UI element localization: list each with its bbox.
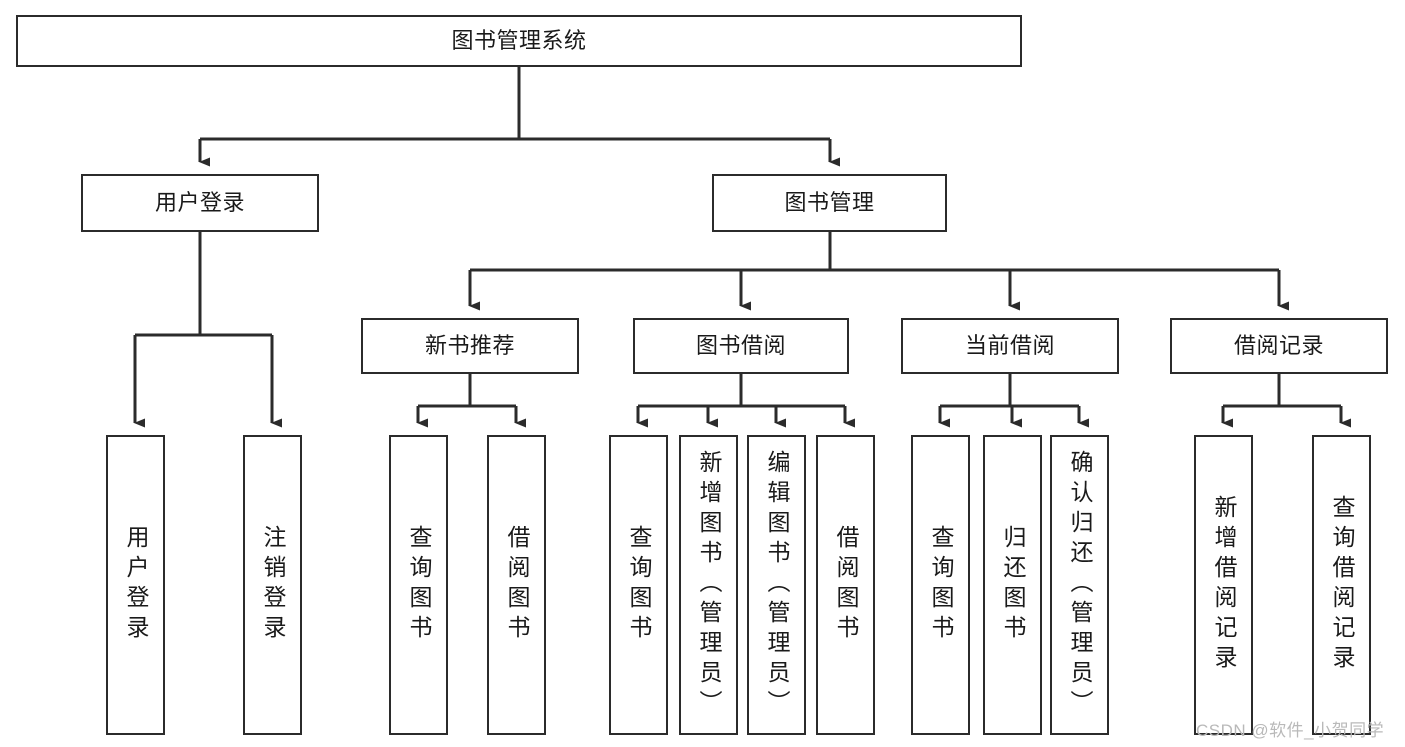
node-user-login-label: 用户登录 — [154, 190, 245, 216]
node-leaf-return-book[interactable]: 归还图书 — [983, 435, 1042, 735]
node-leaf-confirm-return[interactable]: 确认归还（管理员） — [1050, 435, 1109, 735]
node-current-borrow-label: 当前借阅 — [964, 333, 1055, 359]
node-leaf-query-book-borrow-label: 查询图书 — [626, 525, 652, 645]
node-leaf-confirm-return-label: 确认归还（管理员） — [1067, 450, 1093, 720]
node-leaf-edit-book[interactable]: 编辑图书（管理员） — [747, 435, 806, 735]
node-borrow-record-label: 借阅记录 — [1233, 333, 1324, 359]
node-leaf-edit-book-label: 编辑图书（管理员） — [764, 450, 790, 720]
node-leaf-borrow-book[interactable]: 借阅图书 — [816, 435, 875, 735]
node-leaf-borrow-book-label: 借阅图书 — [833, 525, 859, 645]
node-book-borrow-label: 图书借阅 — [695, 333, 786, 359]
node-current-borrow[interactable]: 当前借阅 — [901, 318, 1119, 374]
node-leaf-return-book-label: 归还图书 — [1000, 525, 1026, 645]
node-leaf-query-book-rec[interactable]: 查询图书 — [389, 435, 448, 735]
node-root-label: 图书管理系统 — [451, 28, 587, 54]
node-borrow-record[interactable]: 借阅记录 — [1170, 318, 1388, 374]
node-new-book-rec[interactable]: 新书推荐 — [361, 318, 579, 374]
csdn-watermark: CSDN @软件_小贺同学 — [1196, 721, 1385, 740]
node-leaf-add-record[interactable]: 新增借阅记录 — [1194, 435, 1253, 735]
node-new-book-rec-label: 新书推荐 — [424, 333, 515, 359]
node-leaf-query-record-label: 查询借阅记录 — [1329, 495, 1355, 675]
node-leaf-add-book-label: 新增图书（管理员） — [696, 450, 722, 720]
node-book-borrow[interactable]: 图书借阅 — [633, 318, 849, 374]
node-leaf-borrow-book-rec-label: 借阅图书 — [504, 525, 530, 645]
node-leaf-user-login[interactable]: 用户登录 — [106, 435, 165, 735]
node-leaf-query-record[interactable]: 查询借阅记录 — [1312, 435, 1371, 735]
node-book-manage-label: 图书管理 — [784, 190, 875, 216]
node-leaf-query-book-rec-label: 查询图书 — [406, 525, 432, 645]
node-leaf-add-book[interactable]: 新增图书（管理员） — [679, 435, 738, 735]
node-leaf-query-book-cur-label: 查询图书 — [928, 525, 954, 645]
node-leaf-add-record-label: 新增借阅记录 — [1211, 495, 1237, 675]
node-root[interactable]: 图书管理系统 — [16, 15, 1022, 67]
node-leaf-user-logout-label: 注销登录 — [260, 525, 286, 645]
node-leaf-query-book-cur[interactable]: 查询图书 — [911, 435, 970, 735]
node-leaf-query-book-borrow[interactable]: 查询图书 — [609, 435, 668, 735]
node-book-manage[interactable]: 图书管理 — [712, 174, 947, 232]
node-leaf-user-logout[interactable]: 注销登录 — [243, 435, 302, 735]
node-user-login[interactable]: 用户登录 — [81, 174, 319, 232]
node-leaf-borrow-book-rec[interactable]: 借阅图书 — [487, 435, 546, 735]
node-leaf-user-login-label: 用户登录 — [123, 525, 149, 645]
